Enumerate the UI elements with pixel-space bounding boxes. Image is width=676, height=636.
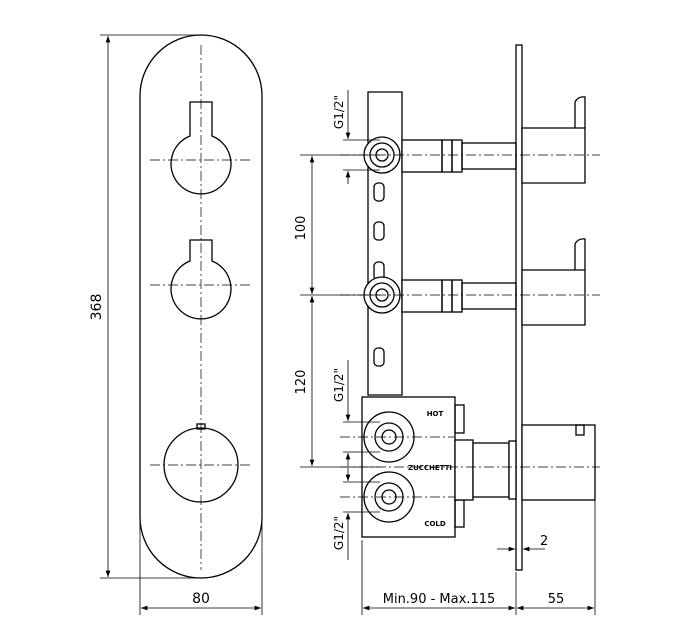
dim-55: 55 [548,592,565,607]
dim-2: 2 [540,534,548,549]
thread-label-upper: G1/2" [332,95,346,129]
thermostat-knob-front [163,423,239,503]
side-view: HOT ZUCCHETTI COLD 100 120 G1/2" G1/2" G… [294,44,600,615]
dim-depth-range: Min.90 - Max.115 [383,592,496,607]
label-hot: HOT [427,410,444,418]
dim-120: 120 [294,370,309,395]
diverter-2-side [363,238,586,326]
thread-label-middle: G1/2" [332,368,346,402]
label-cold: COLD [424,520,446,528]
dim-368: 368 [89,294,105,321]
cover-plate [139,34,263,579]
dim-80: 80 [192,591,210,607]
diverter-1-side [363,96,586,184]
dim-100: 100 [294,216,309,241]
thread-label-lower: G1/2" [332,516,346,550]
wall-plate [515,44,523,571]
diverter-handle-1 [170,101,232,195]
front-view: 368 80 [89,34,263,615]
diverter-handle-2 [170,239,232,320]
label-brand: ZUCCHETTI [408,464,452,472]
